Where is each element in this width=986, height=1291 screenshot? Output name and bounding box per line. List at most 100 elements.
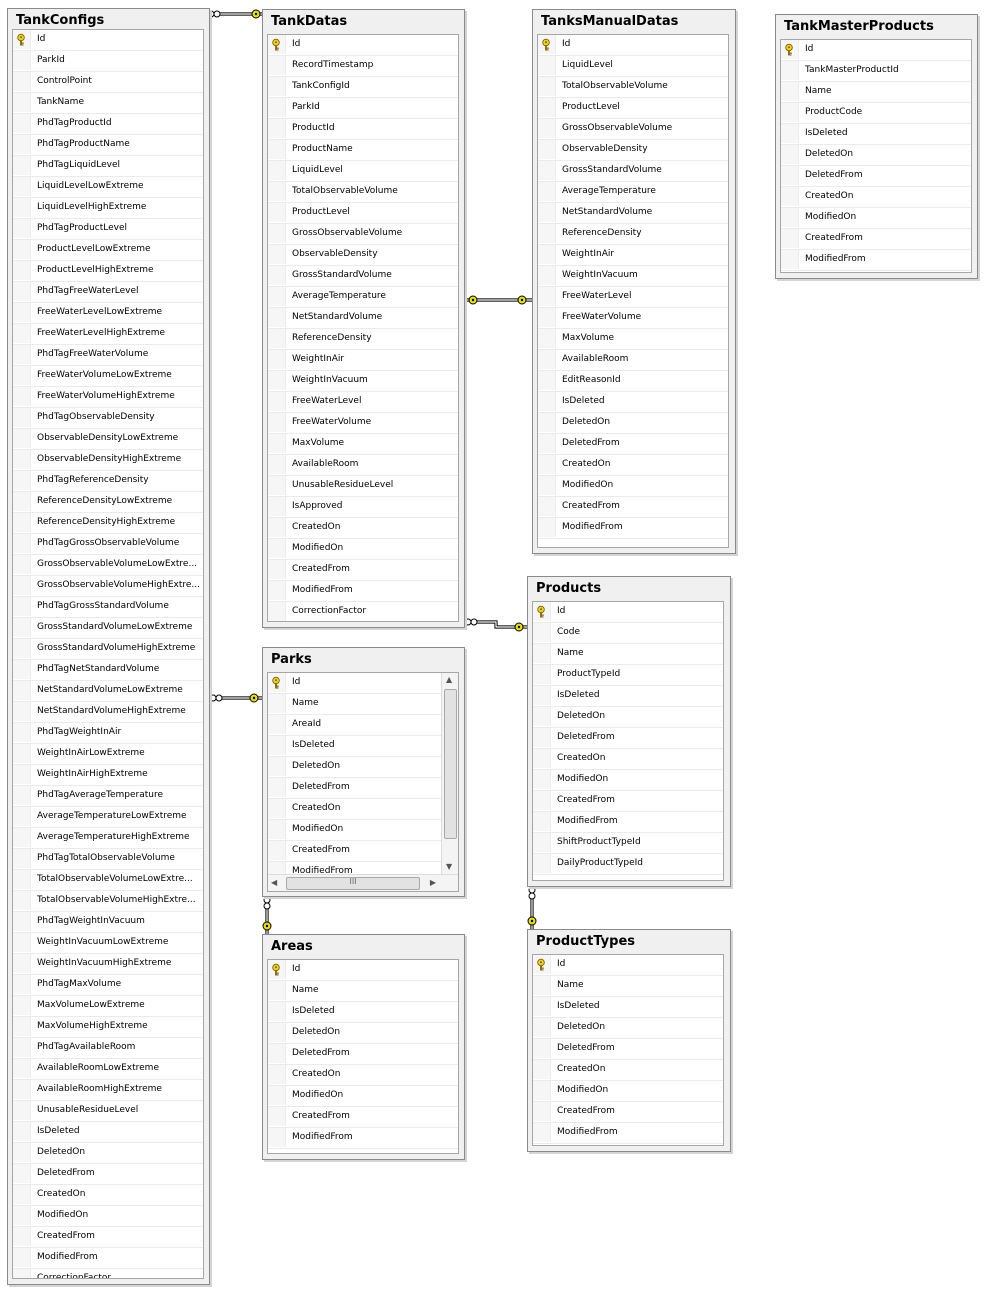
row-selector[interactable] xyxy=(538,77,556,96)
column-row[interactable]: AvailableRoom xyxy=(268,455,458,476)
column-row[interactable]: Name xyxy=(268,981,458,1002)
row-selector[interactable] xyxy=(268,392,286,411)
row-selector[interactable] xyxy=(538,98,556,117)
row-selector[interactable] xyxy=(13,1227,31,1246)
row-selector[interactable] xyxy=(268,203,286,222)
column-row[interactable]: TotalObservableVolume xyxy=(538,77,728,98)
row-selector[interactable] xyxy=(13,975,31,994)
row-selector[interactable] xyxy=(268,1002,286,1021)
row-selector[interactable] xyxy=(538,350,556,369)
row-selector[interactable] xyxy=(538,476,556,495)
column-row[interactable]: ModifiedOn xyxy=(268,1086,458,1107)
row-selector[interactable] xyxy=(533,728,551,747)
row-selector[interactable] xyxy=(13,1143,31,1162)
row-selector[interactable] xyxy=(538,455,556,474)
column-row[interactable]: NetStandardVolume xyxy=(268,308,458,329)
row-selector[interactable] xyxy=(268,602,286,621)
row-selector[interactable] xyxy=(533,1081,551,1100)
column-row[interactable]: CreatedFrom xyxy=(268,1107,458,1128)
row-selector[interactable] xyxy=(268,1023,286,1042)
scroll-up-arrow-icon[interactable]: ▲ xyxy=(446,675,453,684)
scroll-left-arrow-icon[interactable]: ◀ xyxy=(271,878,278,887)
column-row[interactable]: IsDeleted xyxy=(781,124,971,145)
row-selector[interactable] xyxy=(13,303,31,322)
row-selector[interactable] xyxy=(268,518,286,537)
row-selector[interactable] xyxy=(533,955,551,974)
row-selector[interactable] xyxy=(538,371,556,390)
column-row[interactable]: ModifiedFrom xyxy=(13,1248,203,1269)
row-selector[interactable] xyxy=(268,182,286,201)
column-row[interactable]: CorrectionFactor xyxy=(13,1269,203,1278)
row-selector[interactable] xyxy=(268,694,286,713)
column-row[interactable]: TankConfigId xyxy=(268,77,458,98)
row-selector[interactable] xyxy=(13,114,31,133)
column-row[interactable]: DeletedOn xyxy=(533,1018,723,1039)
row-selector[interactable] xyxy=(533,1060,551,1079)
row-selector[interactable] xyxy=(13,492,31,511)
row-selector[interactable] xyxy=(781,250,799,269)
row-selector[interactable] xyxy=(13,639,31,658)
column-row[interactable]: CreatedFrom xyxy=(13,1227,203,1248)
row-selector[interactable] xyxy=(268,161,286,180)
row-selector[interactable] xyxy=(13,681,31,700)
column-row[interactable]: DeletedOn xyxy=(268,757,441,778)
column-row[interactable]: IsDeleted xyxy=(538,392,728,413)
column-row[interactable]: PhdTagFreeWaterLevel xyxy=(13,282,203,303)
relationship-areas-parks[interactable] xyxy=(262,896,272,934)
scroll-right-arrow-icon[interactable]: ▶ xyxy=(429,878,436,887)
column-row[interactable]: ReferenceDensity xyxy=(268,329,458,350)
row-selector[interactable] xyxy=(538,35,556,54)
column-row[interactable]: Id xyxy=(268,35,458,56)
column-row[interactable]: ObservableDensity xyxy=(538,140,728,161)
row-selector[interactable] xyxy=(533,707,551,726)
column-row[interactable]: ProductId xyxy=(268,119,458,140)
column-row[interactable]: AverageTemperature xyxy=(538,182,728,203)
column-row[interactable]: ModifiedFrom xyxy=(538,518,728,539)
row-selector[interactable] xyxy=(533,812,551,831)
row-selector[interactable] xyxy=(13,723,31,742)
column-row[interactable]: GrossStandardVolumeLowExtreme xyxy=(13,618,203,639)
column-row[interactable]: WeightInAir xyxy=(268,350,458,371)
row-selector[interactable] xyxy=(781,40,799,59)
row-selector[interactable] xyxy=(533,997,551,1016)
row-selector[interactable] xyxy=(268,245,286,264)
row-selector[interactable] xyxy=(13,912,31,931)
row-selector[interactable] xyxy=(781,208,799,227)
column-row[interactable]: Id xyxy=(533,602,723,623)
row-selector[interactable] xyxy=(13,1269,31,1278)
row-selector[interactable] xyxy=(781,61,799,80)
row-selector[interactable] xyxy=(533,833,551,852)
column-row[interactable]: Id xyxy=(13,30,203,51)
row-selector[interactable] xyxy=(13,786,31,805)
row-selector[interactable] xyxy=(13,555,31,574)
row-selector[interactable] xyxy=(268,476,286,495)
row-selector[interactable] xyxy=(268,778,286,797)
row-selector[interactable] xyxy=(538,518,556,537)
row-selector[interactable] xyxy=(268,56,286,75)
row-selector[interactable] xyxy=(268,119,286,138)
row-selector[interactable] xyxy=(13,849,31,868)
column-row[interactable]: ModifiedFrom xyxy=(533,812,723,833)
row-selector[interactable] xyxy=(13,72,31,91)
column-row[interactable]: DeletedFrom xyxy=(13,1164,203,1185)
row-selector[interactable] xyxy=(538,266,556,285)
row-selector[interactable] xyxy=(781,82,799,101)
column-row[interactable]: AvailableRoom xyxy=(538,350,728,371)
row-selector[interactable] xyxy=(268,35,286,54)
column-row[interactable]: DeletedFrom xyxy=(268,778,441,799)
row-selector[interactable] xyxy=(13,1164,31,1183)
row-selector[interactable] xyxy=(13,891,31,910)
row-selector[interactable] xyxy=(538,497,556,516)
row-selector[interactable] xyxy=(268,287,286,306)
row-selector[interactable] xyxy=(781,229,799,248)
column-row[interactable]: ModifiedFrom xyxy=(533,1123,723,1144)
row-selector[interactable] xyxy=(268,581,286,600)
column-row[interactable]: DeletedOn xyxy=(538,413,728,434)
column-row[interactable]: LiquidLevelHighExtreme xyxy=(13,198,203,219)
row-selector[interactable] xyxy=(268,981,286,1000)
column-row[interactable]: TankMasterProductId xyxy=(781,61,971,82)
row-selector[interactable] xyxy=(538,56,556,75)
column-row[interactable]: NetStandardVolume xyxy=(538,203,728,224)
column-row[interactable]: AvailableRoomLowExtreme xyxy=(13,1059,203,1080)
